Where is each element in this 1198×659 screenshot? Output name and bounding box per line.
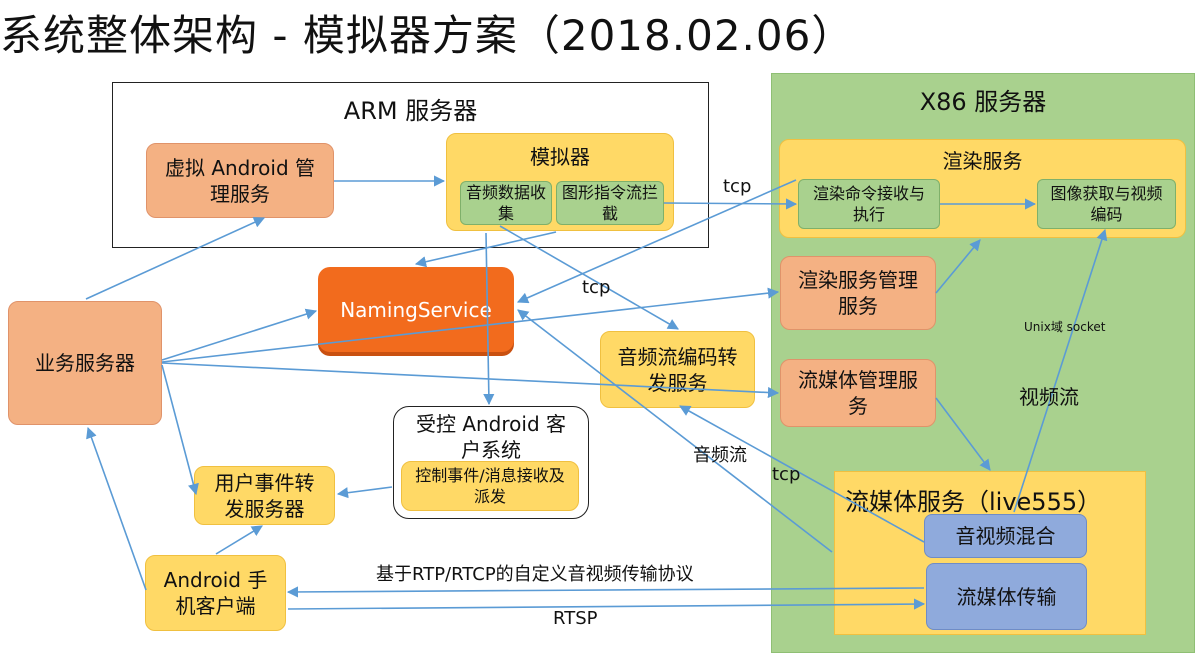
edge-label-unix-socket: Unix域 socket <box>1024 320 1106 334</box>
edge-label-rtsp: RTSP <box>553 608 598 629</box>
edge-business-to-render-mgmt <box>161 287 780 363</box>
stream-media-mgmt-node: 流媒体管理服务 <box>780 359 936 427</box>
edge-mix-to-image <box>1013 228 1108 513</box>
edge-business-to-user-event <box>161 364 199 496</box>
edge-stream-mgmt-to-stream <box>935 397 991 471</box>
x86-server-label: X86 服务器 <box>919 88 1047 116</box>
page-title: 系统整体架构 - 模拟器方案（2018.02.06） <box>0 11 855 60</box>
edge-business-to-mgmt <box>85 217 266 300</box>
audio-stream-encode-node: 音频流编码转发服务 <box>600 331 755 408</box>
edge-stream-to-naming <box>517 309 833 553</box>
edge-client-to-user-event <box>215 525 263 555</box>
control-event-recv-node: 控制事件/消息接收及派发 <box>401 461 579 511</box>
virtual-android-mgmt-node: 虚拟 Android 管理服务 <box>146 143 334 218</box>
edge-business-to-stream-mgmt <box>161 362 780 399</box>
av-mix-node: 音视频混合 <box>924 514 1087 558</box>
edge-label-tcp-mid: tcp <box>582 277 611 298</box>
edge-render-to-naming <box>516 179 797 304</box>
edge-label-tcp-low: tcp <box>772 464 801 485</box>
emulator-label: 模拟器 <box>530 145 590 169</box>
naming-service-node: NamingService <box>318 267 514 352</box>
edge-label-tcp-top: tcp <box>723 176 752 197</box>
audio-collect-node: 音频数据收集 <box>460 181 552 225</box>
edge-business-to-naming <box>161 308 318 361</box>
render-mgmt-node: 渲染服务管理服务 <box>780 256 936 330</box>
edge-render-mgmt-to-render <box>935 239 981 294</box>
android-client-node: Android 手机客户端 <box>145 555 286 631</box>
image-capture-encode-node: 图像获取与视频编码 <box>1037 179 1176 229</box>
edge-client-to-business <box>86 426 147 591</box>
edge-label-rtp: 基于RTP/RTCP的自定义音视频传输协议 <box>376 564 694 585</box>
arm-server-label: ARM 服务器 <box>343 97 478 125</box>
edge-audio-to-encoder <box>499 225 679 330</box>
edge-control-to-user-event <box>336 486 393 499</box>
edge-mix-to-audio-encoder <box>679 405 925 543</box>
controlled-android-label: 受控 Android 客户系统 <box>415 412 567 462</box>
edge-emulator-to-controlled <box>483 232 495 406</box>
edge-label-video-stream: 视频流 <box>1019 385 1079 409</box>
streaming-service-label: 流媒体服务（live555） <box>845 488 1102 516</box>
edge-label-audio-stream: 音频流 <box>693 445 747 466</box>
render-cmd-exec-node: 渲染命令接收与执行 <box>798 179 940 229</box>
edge-client-to-transfer <box>287 598 926 610</box>
render-service-label: 渲染服务 <box>942 149 1023 173</box>
business-server-node: 业务服务器 <box>8 301 162 425</box>
graphics-intercept-node: 图形指令流拦截 <box>556 181 664 225</box>
user-event-forward-node: 用户事件转发服务器 <box>194 466 335 525</box>
edge-transfer-to-client <box>286 586 925 598</box>
edge-graphics-to-render <box>663 198 798 210</box>
stream-transfer-node: 流媒体传输 <box>926 563 1087 630</box>
